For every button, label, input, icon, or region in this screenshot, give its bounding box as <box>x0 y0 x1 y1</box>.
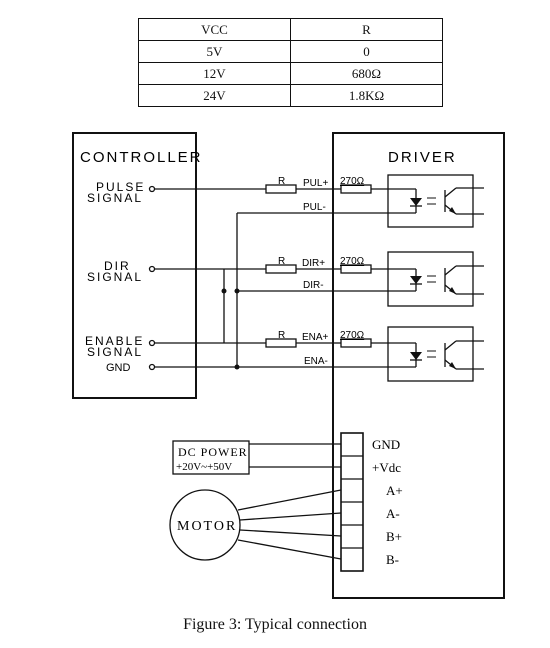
terminal-label: GND <box>372 437 400 452</box>
arrow-icon <box>449 287 456 294</box>
optocoupler-ena <box>387 326 474 382</box>
dc-power-range: +20V~+50V <box>176 461 232 473</box>
pulse-label-line2: SIGNAL <box>87 191 143 205</box>
internal-resistor-label: 270Ω <box>340 256 365 267</box>
junction-dot <box>234 364 240 370</box>
terminal-label: A+ <box>386 483 403 498</box>
optocoupler-dir <box>387 251 474 307</box>
terminal-label: B- <box>386 552 399 567</box>
figure-caption: Figure 3: Typical connection <box>183 616 367 633</box>
pulse-label-line1: PULSE <box>96 180 145 194</box>
resistor-r-label: R <box>278 330 285 341</box>
gnd-label: GND <box>106 362 131 374</box>
gnd-terminal <box>148 363 156 371</box>
led-icon <box>410 198 422 206</box>
led-icon <box>410 352 422 360</box>
dir-label-line1: DIR <box>104 259 131 273</box>
pin-label: ENA- <box>304 356 328 367</box>
dir-terminal <box>148 265 156 273</box>
table-cell: 1.8KΩ <box>290 84 443 107</box>
arrow-icon <box>449 207 456 214</box>
driver-box <box>332 132 505 599</box>
led-icon <box>410 276 422 284</box>
resistor-r-label: R <box>278 256 285 267</box>
terminal-label: A- <box>386 506 400 521</box>
dc-power-box <box>172 440 250 475</box>
controller-title: CONTROLLER <box>80 149 203 166</box>
pulse-terminal <box>148 185 156 193</box>
enable-label-line1: ENABLE <box>85 334 144 348</box>
junction-dot <box>234 288 240 294</box>
arrow-icon <box>449 362 456 369</box>
pin-label: PUL- <box>303 202 326 213</box>
motor-circle <box>169 489 241 561</box>
optocoupler-pul <box>387 174 474 228</box>
driver-title: DRIVER <box>388 149 457 166</box>
table-row: 24V 1.8KΩ <box>138 84 443 107</box>
motor-label: MOTOR <box>177 519 237 534</box>
internal-resistor-label: 270Ω <box>340 176 365 187</box>
enable-label-line2: SIGNAL <box>87 345 143 359</box>
pin-label: PUL+ <box>303 178 328 189</box>
internal-resistor-label: 270Ω <box>340 330 365 341</box>
table-cell: 24V <box>138 84 291 107</box>
pin-label: DIR- <box>303 280 324 291</box>
dc-power-label: DC POWER <box>178 445 248 459</box>
resistor-r-label: R <box>278 176 285 187</box>
pin-label: ENA+ <box>302 332 329 343</box>
pin-label: DIR+ <box>302 258 325 269</box>
controller-box <box>72 132 197 399</box>
terminal-label: +Vdc <box>372 460 401 475</box>
terminal-label: B+ <box>386 529 402 544</box>
junction-dot <box>221 288 227 294</box>
dir-label-line2: SIGNAL <box>87 270 143 284</box>
resistor-table: VCC R 5V 0 12V 680Ω 24V 1.8KΩ <box>138 18 443 107</box>
enable-terminal <box>148 339 156 347</box>
